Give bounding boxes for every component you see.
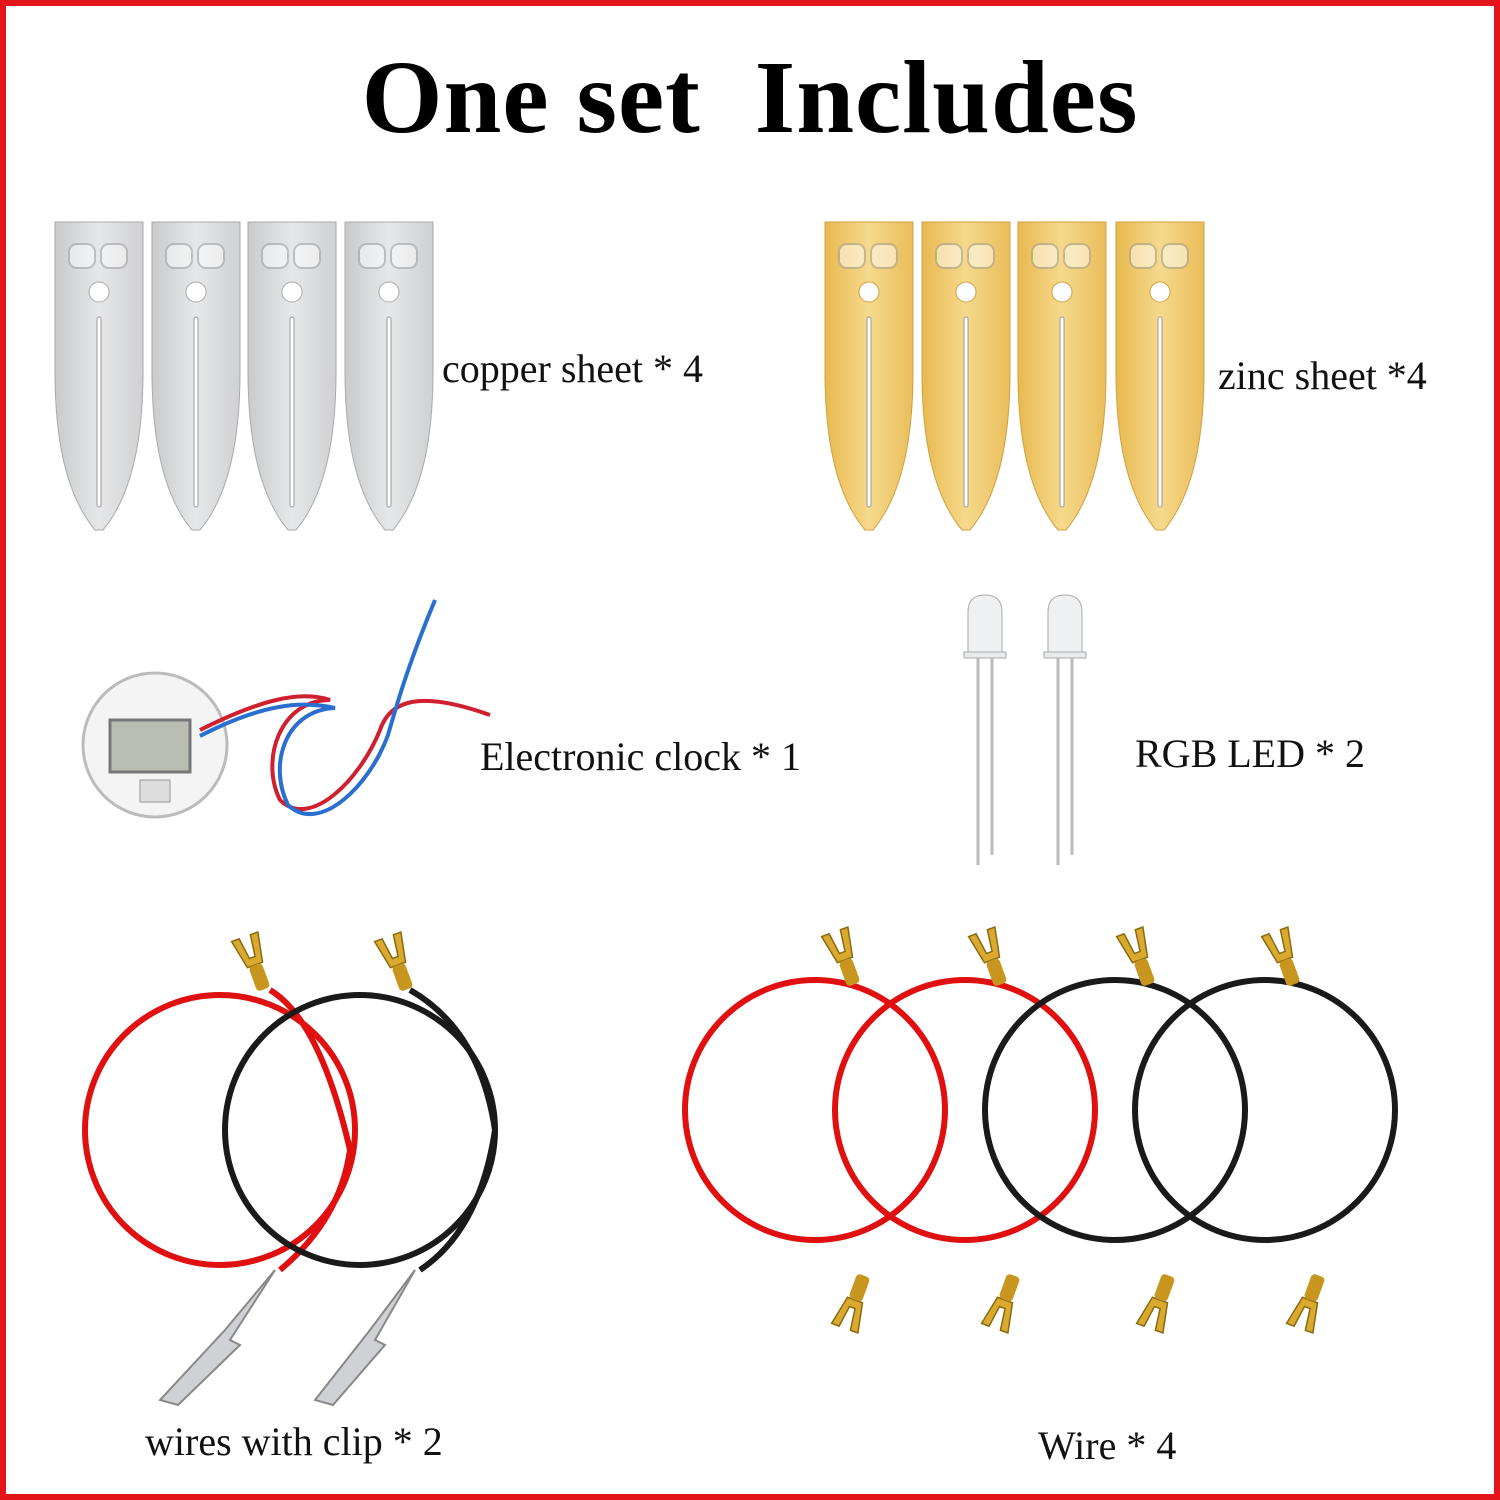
rgb-leds (963, 594, 1087, 865)
copper-sheet (54, 221, 144, 531)
black-clip-wire (222, 931, 499, 1407)
zinc-sheet (921, 221, 1011, 531)
electronic-clock (81, 599, 491, 819)
zinc-sheet (1115, 221, 1205, 531)
copper-sheet (344, 221, 434, 531)
wires (682, 926, 1398, 1334)
wires-with-clip-label: wires with clip * 2 (145, 1419, 443, 1464)
page-title: One set Includes (361, 40, 1139, 155)
wires-with-clip (82, 931, 499, 1407)
wire-label: Wire * 4 (1038, 1423, 1177, 1468)
electronic-clock-label: Electronic clock * 1 (480, 734, 801, 779)
zinc-sheets (824, 221, 1205, 531)
copper-sheet-label: copper sheet * 4 (442, 346, 704, 391)
rgb-led (1043, 594, 1087, 865)
red-wire (682, 926, 948, 1334)
black-wire (1132, 926, 1398, 1334)
red-clip-wire (82, 931, 358, 1407)
zinc-sheet (1017, 221, 1107, 531)
copper-sheet (151, 221, 241, 531)
rgb-led (963, 594, 1007, 865)
copper-sheet (247, 221, 337, 531)
zinc-sheet-label: zinc sheet *4 (1218, 353, 1427, 398)
zinc-sheet (824, 221, 914, 531)
red-wire (832, 926, 1098, 1334)
black-wire (982, 926, 1248, 1334)
copper-sheets (54, 221, 434, 531)
rgb-led-label: RGB LED * 2 (1135, 731, 1365, 776)
